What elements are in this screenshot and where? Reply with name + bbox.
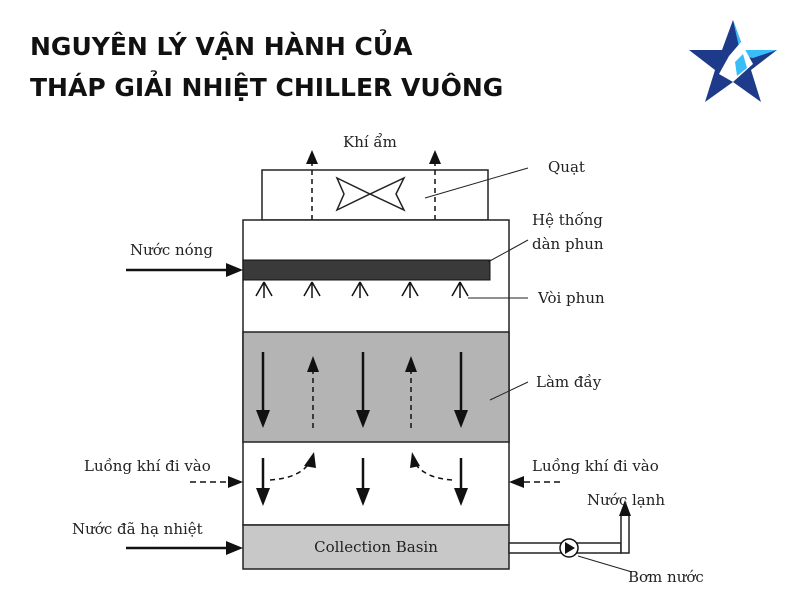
label-hot-water: Nước nóng [130,241,213,259]
rain-zone-arrows [256,458,468,506]
label-cooled-water: Nước đã hạ nhiệt [72,520,203,538]
air-flow-arrows-fill [307,356,417,428]
label-air-in-right: Luồng khí đi vào [532,457,659,475]
basin-label: Collection Basin [314,538,438,556]
label-fan: Quạt [548,158,585,176]
spray-nozzles [255,281,469,298]
star-icon [689,20,777,102]
fan-icon [335,176,406,212]
title-line-1: NGUYÊN LÝ VẬN HÀNH CỦA [30,32,413,61]
fill-media [242,331,510,443]
spray-bar [242,259,491,281]
label-fill: Làm đầy [536,373,602,391]
label-air-in-left: Luồng khí đi vào [84,457,211,475]
water-flow-arrows [256,352,468,428]
label-pump: Bơm nước [628,568,704,586]
label-moist-air: Khí ẩm [343,133,397,151]
page-title: NGUYÊN LÝ VẬN HÀNH CỦA THÁP GIẢI NHIỆT C… [30,26,503,108]
label-spray-system-2: dàn phun [532,235,604,253]
label-nozzle: Vòi phun [537,289,605,307]
air-inlet-arrows [190,476,560,488]
label-cold-water: Nước lạnh [587,491,665,509]
fan-housing [261,169,489,221]
leader-lines [424,167,633,573]
collection-basin [242,524,510,570]
pump-icon [559,538,579,558]
title-line-2: THÁP GIẢI NHIỆT CHILLER VUÔNG [30,73,504,102]
label-spray-system-1: Hệ thống [532,211,603,229]
